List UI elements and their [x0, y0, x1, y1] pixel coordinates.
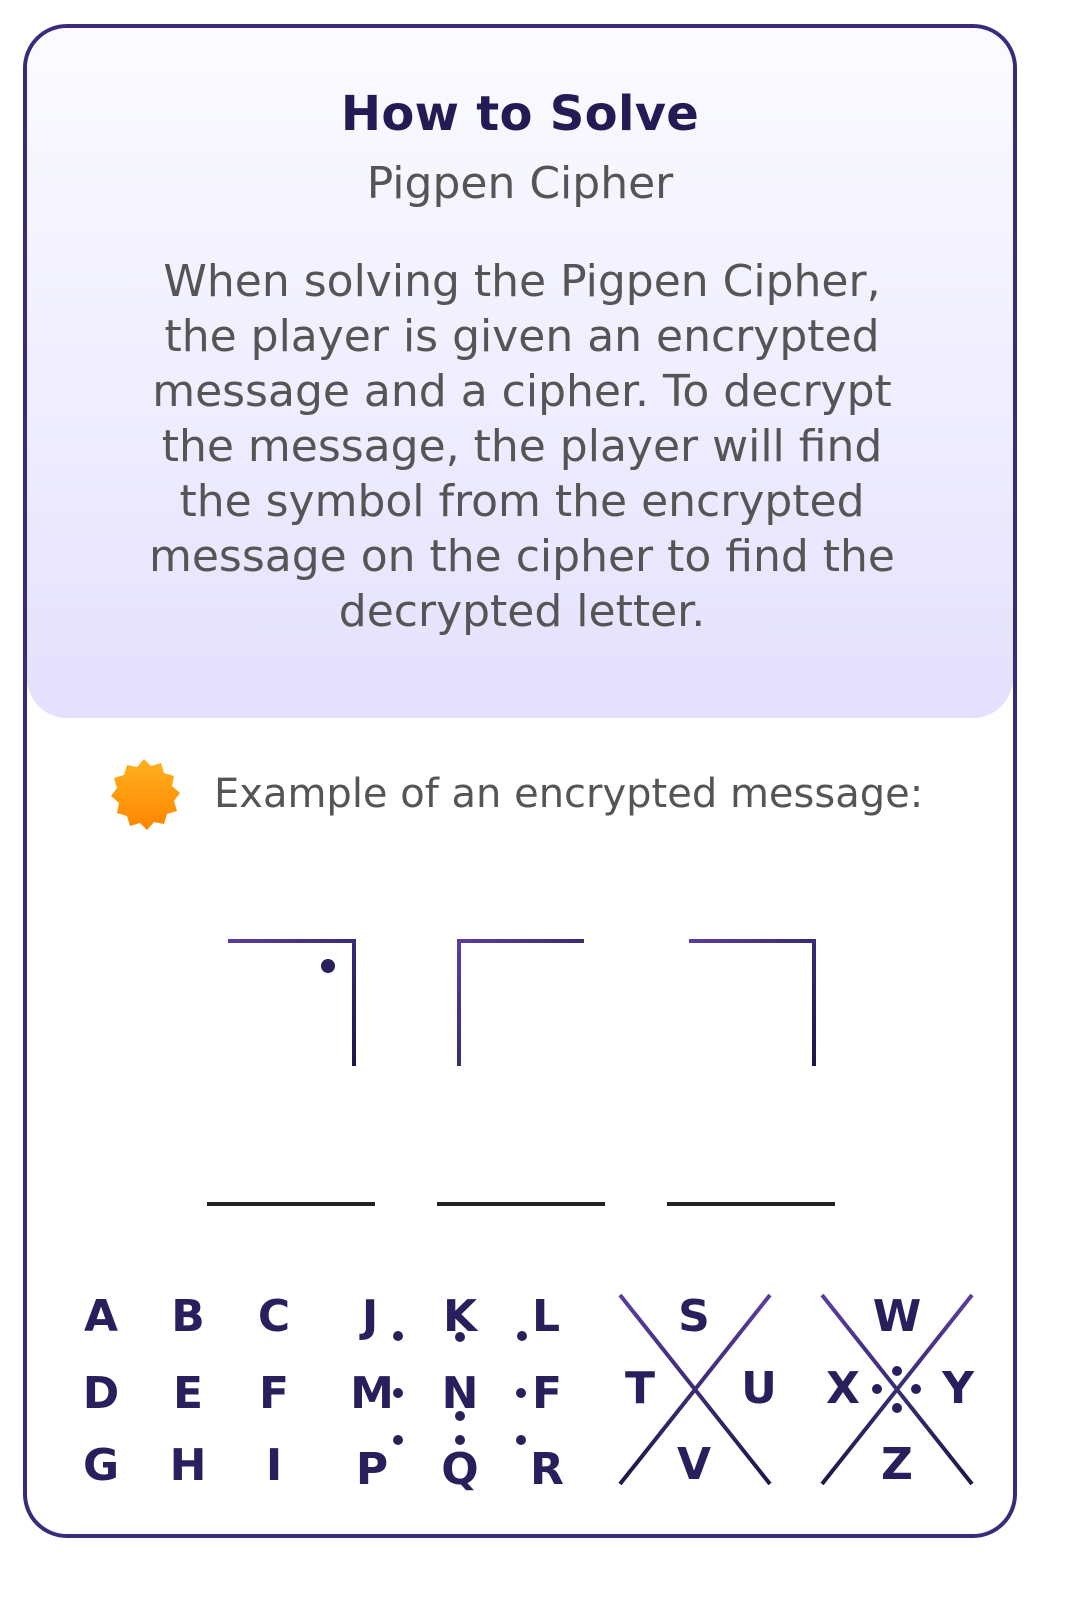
encrypted-symbol-3 [689, 939, 816, 1066]
key-letter: N [442, 1368, 479, 1419]
key-letter: C [258, 1291, 290, 1342]
symbol-dot [321, 959, 335, 973]
encrypted-symbol-1 [228, 939, 356, 1066]
key-letter: X [826, 1363, 860, 1414]
encrypted-symbol-2 [457, 939, 584, 1066]
key-letter: F [532, 1368, 562, 1419]
key-letter: F [259, 1368, 289, 1419]
key-letter: W [873, 1291, 922, 1342]
key-letter: E [173, 1368, 203, 1419]
example-label: Example of an encrypted message: [214, 771, 924, 817]
key-letter: J [359, 1291, 378, 1342]
key-letter: D [83, 1368, 120, 1419]
key-letter: A [84, 1291, 118, 1342]
instructions-text: When solving the Pigpen Cipher, the play… [149, 256, 895, 637]
header-panel: How to Solve Pigpen Cipher When solving … [27, 28, 1013, 718]
key-letter: R [530, 1444, 564, 1495]
key-letter: Q [441, 1444, 478, 1495]
cipher-x-plain: S T U V [618, 1291, 777, 1490]
badge-star-icon [111, 759, 180, 830]
cipher-grid-plain: A B C D E F G H I [67, 1291, 309, 1491]
key-letter: I [266, 1440, 282, 1491]
key-letter: B [171, 1291, 205, 1342]
key-letter: T [625, 1363, 655, 1414]
key-letter: U [741, 1363, 777, 1414]
cipher-grid-dotted: J K L M N F P Q R [340, 1291, 580, 1495]
example-heading: Example of an encrypted message: [106, 756, 923, 832]
pigpen-cipher-card: How to Solve Pigpen Cipher When solving … [23, 24, 1017, 1538]
key-letter: Z [881, 1439, 913, 1490]
key-letter: Y [941, 1363, 975, 1414]
key-letter: H [170, 1440, 207, 1491]
page-title: How to Solve [340, 86, 700, 142]
key-letter: M [350, 1368, 394, 1419]
key-letter: S [678, 1291, 710, 1342]
cipher-x-dotted: W X Y Z [820, 1291, 975, 1490]
page-subtitle: Pigpen Cipher [366, 158, 674, 209]
key-letter: V [677, 1439, 711, 1490]
key-letter: G [83, 1440, 119, 1491]
key-letter: L [532, 1291, 560, 1342]
key-letter: P [356, 1444, 388, 1495]
